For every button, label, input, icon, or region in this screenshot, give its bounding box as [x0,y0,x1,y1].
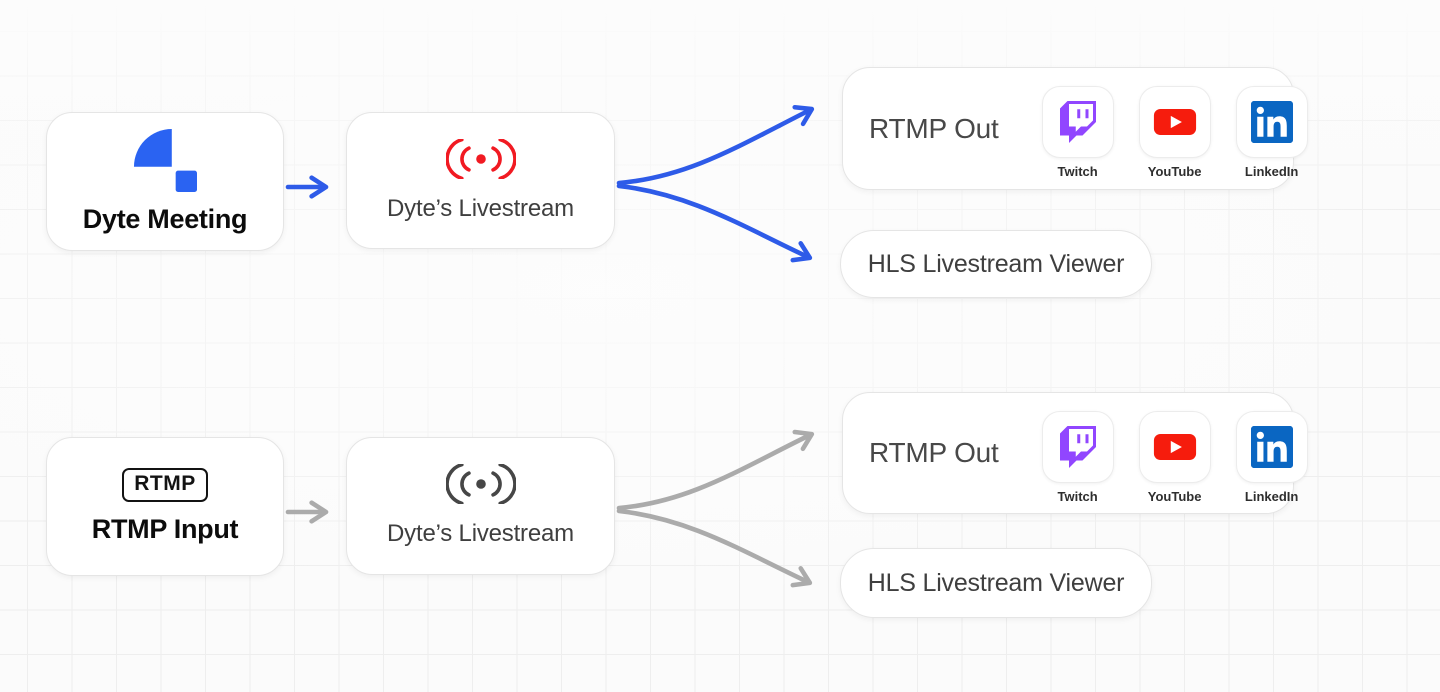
node-label: RTMP Input [91,513,239,544]
dyte-logo-icon [133,128,197,192]
node-dytes-livestream-bottom: Dyte’s Livestream [346,437,615,575]
node-hls-viewer-bottom: HLS Livestream Viewer [840,548,1152,618]
node-hls-viewer-top: HLS Livestream Viewer [840,230,1152,298]
node-dytes-livestream-top: Dyte’s Livestream [346,112,615,249]
youtube-tile [1138,86,1211,158]
node-label: HLS Livestream Viewer [867,249,1125,278]
youtube-icon [1153,108,1196,136]
twitch-tile [1041,86,1114,158]
destination-twitch: Twitch [1041,410,1114,504]
node-label: Dyte Meeting [82,204,248,234]
linkedin-tile [1235,86,1308,158]
linkedin-tile [1235,410,1308,483]
node-label: Dyte’s Livestream [387,520,574,547]
twitch-icon [1059,101,1096,143]
destination-label: YouTube [1147,488,1202,504]
node-dyte-meeting: Dyte Meeting [46,112,284,251]
destination-label: Twitch [1057,488,1098,504]
broadcast-icon [445,464,516,504]
node-rtmp-out-top: RTMP Out Twitch YouTube [842,67,1308,190]
node-label: RTMP Out [869,112,999,144]
node-label: RTMP Out [869,437,999,468]
destination-label: LinkedIn [1244,488,1299,504]
youtube-tile [1138,410,1211,483]
live-broadcast-icon [445,138,516,179]
destination-label: Twitch [1057,164,1098,179]
destination-youtube: YouTube [1138,86,1211,179]
twitch-tile [1041,410,1114,483]
destination-label: LinkedIn [1244,164,1299,179]
linkedin-icon [1250,101,1293,143]
node-label: HLS Livestream Viewer [867,568,1125,597]
linkedin-icon [1250,425,1293,468]
destination-linkedin: LinkedIn [1235,410,1308,504]
destination-label: YouTube [1147,164,1202,179]
destination-linkedin: LinkedIn [1235,86,1308,179]
node-label: Dyte’s Livestream [387,194,574,222]
node-rtmp-out-bottom: RTMP Out Twitch YouTube [842,392,1308,514]
youtube-icon [1153,433,1196,460]
rtmp-badge: RTMP [122,468,208,502]
destination-youtube: YouTube [1138,410,1211,504]
destination-twitch: Twitch [1041,86,1114,179]
node-rtmp-input: RTMP RTMP Input [46,437,284,576]
twitch-icon [1059,425,1096,468]
